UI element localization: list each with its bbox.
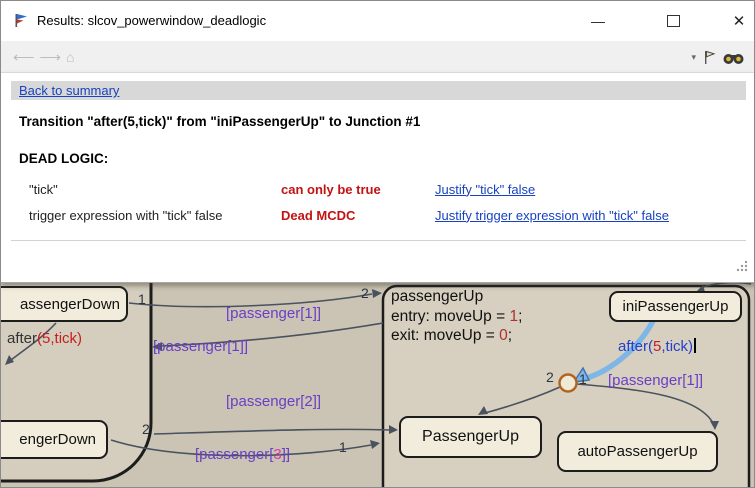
tool-group: ▾ bbox=[691, 41, 744, 73]
justify-link[interactable]: Justify "tick" false bbox=[435, 182, 746, 197]
exit-semicolon: ; bbox=[508, 327, 512, 344]
title-bar: Results: slcov_powerwindow_deadlogic — ✕ bbox=[1, 1, 754, 41]
transition-label-guard[interactable]: [passenger[1]] bbox=[608, 372, 703, 389]
transition-label-guard[interactable]: [passenger[1]] bbox=[153, 338, 248, 355]
label-part: (5,tick) bbox=[37, 330, 82, 347]
close-button[interactable]: ✕ bbox=[723, 1, 755, 41]
label-part: after bbox=[7, 330, 37, 347]
state-label: iniPassengerUp bbox=[623, 298, 729, 315]
transition-heading: Transition "after(5,tick)" from "iniPass… bbox=[19, 114, 746, 129]
label-part: ,tick) bbox=[661, 338, 693, 355]
state-auto-passengerup[interactable]: autoPassengerUp bbox=[557, 431, 718, 472]
state-passengerdown-partial[interactable]: assengerDown bbox=[1, 286, 128, 322]
transition-label-after-right[interactable]: after(5,tick) bbox=[618, 338, 696, 355]
transition-mid[interactable] bbox=[154, 429, 389, 434]
table-row: "tick" can only be true Justify "tick" f… bbox=[29, 176, 746, 202]
maximize-button[interactable] bbox=[657, 1, 689, 41]
dead-logic-table: "tick" can only be true Justify "tick" f… bbox=[29, 176, 746, 228]
status-text: Dead MCDC bbox=[281, 208, 435, 223]
flag-pole bbox=[16, 14, 18, 27]
state-name-passengerup[interactable]: passengerUp bbox=[391, 288, 483, 306]
resize-grip[interactable] bbox=[736, 260, 748, 272]
minimize-button[interactable]: — bbox=[582, 1, 614, 41]
stateflow-canvas: passengerUp entry: moveUp = 1; exit: mov… bbox=[1, 283, 755, 488]
flag-blue bbox=[17, 14, 27, 20]
maximize-icon bbox=[667, 15, 680, 27]
arrowhead bbox=[370, 440, 380, 449]
transition-label-guard[interactable]: [passenger[2]] bbox=[226, 393, 321, 410]
status-text: can only be true bbox=[281, 182, 435, 197]
state-entry-action: entry: moveUp = 1; bbox=[391, 308, 522, 326]
transition-order-number: 1 bbox=[579, 371, 587, 387]
label-part: ]] bbox=[282, 446, 290, 463]
transition-order-number: 2 bbox=[546, 369, 554, 385]
state-label: assengerDown bbox=[20, 296, 120, 313]
transition-label-guard[interactable]: [passenger[3]] bbox=[195, 446, 290, 463]
binoculars-icon[interactable] bbox=[723, 50, 744, 65]
back-to-summary-link[interactable]: Back to summary bbox=[19, 83, 119, 98]
exit-number: 0 bbox=[499, 327, 508, 344]
junction[interactable] bbox=[560, 375, 577, 392]
transition-order-number: 2 bbox=[142, 421, 150, 437]
state-label: autoPassengerUp bbox=[577, 443, 697, 460]
label-part: after( bbox=[618, 338, 653, 355]
entry-text: entry: moveUp = bbox=[391, 308, 509, 325]
label-part: 3 bbox=[273, 446, 281, 463]
dead-logic-heading: DEAD LOGIC: bbox=[19, 151, 746, 166]
back-link-bar: Back to summary bbox=[11, 81, 746, 100]
entry-semicolon: ; bbox=[518, 308, 522, 325]
table-row: trigger expression with "tick" false Dea… bbox=[29, 202, 746, 228]
state-passengerup-inner[interactable]: PassengerUp bbox=[399, 416, 542, 458]
label-part: [passenger[ bbox=[195, 446, 273, 463]
state-label: engerDown bbox=[19, 431, 96, 448]
transition-order-number: 1 bbox=[339, 439, 347, 455]
results-divider bbox=[11, 240, 746, 241]
results-panel: Back to summary Transition "after(5,tick… bbox=[1, 73, 755, 283]
flag-menu-dropdown-icon[interactable]: ▾ bbox=[691, 52, 696, 63]
forward-icon[interactable]: ⟶ bbox=[38, 48, 64, 66]
back-icon[interactable]: ⟵ bbox=[11, 48, 37, 66]
transition-label-guard[interactable]: [passenger[1]] bbox=[226, 305, 321, 322]
justify-link[interactable]: Justify trigger expression with "tick" f… bbox=[435, 208, 746, 223]
state-engerdown-partial[interactable]: engerDown bbox=[1, 420, 108, 459]
state-label: PassengerUp bbox=[422, 428, 519, 446]
toolbar: ⟵ ⟶ ⌂ ▾ bbox=[1, 41, 754, 73]
app-icon bbox=[13, 12, 31, 30]
arrowhead bbox=[372, 289, 382, 298]
flag-red bbox=[17, 20, 24, 24]
home-icon[interactable]: ⌂ bbox=[64, 49, 76, 65]
nav-group: ⟵ ⟶ ⌂ bbox=[11, 41, 77, 73]
text-cursor bbox=[694, 338, 696, 353]
condition-label: trigger expression with "tick" false bbox=[29, 208, 281, 223]
exit-text: exit: moveUp = bbox=[391, 327, 499, 344]
transition-order-number: 2 bbox=[361, 285, 369, 301]
transition-label-after-left[interactable]: after(5,tick) bbox=[7, 330, 82, 347]
window-title: Results: slcov_powerwindow_deadlogic bbox=[37, 1, 266, 41]
report-flag-icon[interactable] bbox=[703, 50, 716, 65]
condition-label: "tick" bbox=[29, 182, 281, 197]
state-exit-action: exit: moveUp = 0; bbox=[391, 327, 512, 345]
transition-order-number: 1 bbox=[138, 291, 146, 307]
entry-number: 1 bbox=[509, 308, 518, 325]
state-ini-passengerup[interactable]: iniPassengerUp bbox=[609, 291, 742, 322]
